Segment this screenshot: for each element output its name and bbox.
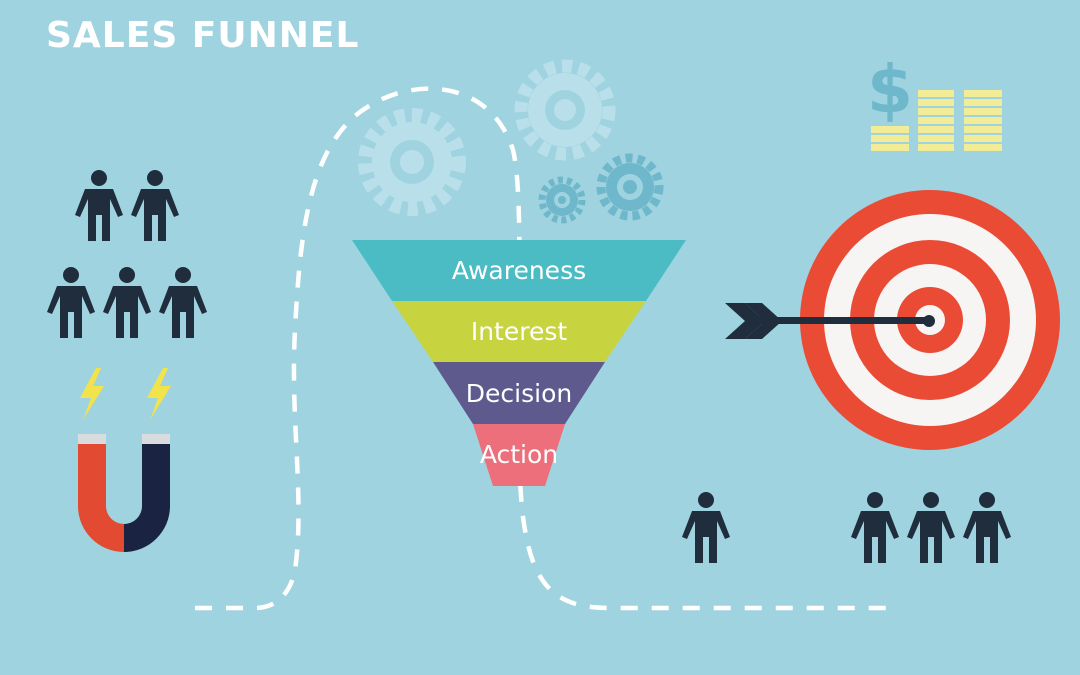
funnel-stage-label: Action [480,440,558,469]
funnel-stage-label: Decision [466,379,572,408]
person-icon [47,267,95,338]
arrow-icon [725,303,935,339]
funnel-stage-awareness [352,240,686,301]
lightning-bolt-icon [147,368,171,420]
person-icon [682,492,730,563]
coin-stack-icon [964,90,1002,151]
gear-icon [596,153,664,221]
page-title: SALES FUNNEL [46,15,360,56]
gear-icon [538,176,586,224]
dollar-sign-icon: $ [867,51,913,128]
person-icon [75,170,123,241]
funnel-stage-action [473,424,565,486]
sales-funnel: Awareness Interest Decision Action [352,240,686,486]
person-icon [131,170,179,241]
magnet-icon [78,434,170,552]
funnel-stage-label: Awareness [452,256,586,285]
funnel-stage-interest [392,301,646,362]
person-icon [103,267,151,338]
coin-stack-icon [918,90,954,151]
funnel-stage-label: Interest [471,317,568,346]
person-icon [963,492,1011,563]
gear-icon [514,59,616,161]
journey-dashed-path [195,86,895,611]
coin-stack-icon [871,126,909,151]
gear-icon [358,108,466,216]
svg-text:$: $ [867,51,913,128]
person-icon [159,267,207,338]
person-icon [851,492,899,563]
lightning-bolt-icon [80,368,104,420]
funnel-stage-decision [433,362,605,424]
person-icon [907,492,955,563]
